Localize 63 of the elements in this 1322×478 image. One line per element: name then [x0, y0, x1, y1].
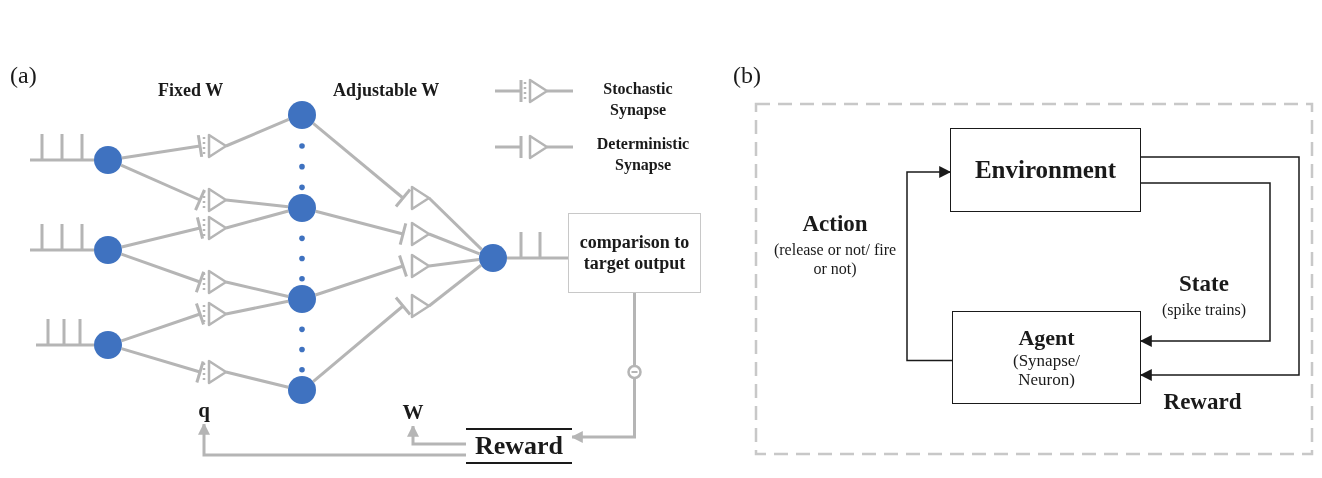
synapse-connector	[121, 215, 205, 249]
panel-label: (a)	[10, 62, 37, 89]
arrow	[1139, 156, 1300, 381]
comparison-box	[568, 213, 701, 293]
synapse-triangle	[202, 359, 228, 385]
legend-text: Deterministic Synapse	[595, 134, 691, 176]
node-title: comparison to target output	[578, 232, 691, 274]
edge-label: Action (release or not/ fire or not)	[772, 210, 898, 278]
environment-box	[950, 128, 1141, 212]
connector-line	[428, 232, 481, 256]
synapse-triangle	[202, 269, 228, 295]
connector-line	[427, 196, 483, 251]
synapse-triangle	[410, 221, 431, 247]
connector-line	[225, 198, 289, 209]
node-title: Environment	[974, 155, 1117, 185]
synapse-connector	[120, 252, 206, 294]
legend-text: Stochastic Synapse	[602, 79, 674, 121]
layer-heading: Fixed W	[158, 80, 224, 101]
arrow	[407, 424, 466, 446]
node-title: Agent	[1018, 325, 1075, 351]
panel-label: (b)	[733, 62, 761, 89]
connector-line	[225, 370, 289, 389]
neuron-circle	[94, 331, 122, 359]
synapse-triangle	[410, 185, 431, 211]
synapse-connector	[121, 347, 205, 385]
synapse-triangle	[410, 293, 431, 319]
synapse-connector	[312, 296, 412, 383]
synapse-connector	[120, 302, 206, 343]
node-subtitle: (Synapse/ Neuron)	[1011, 350, 1081, 390]
connector-line	[507, 256, 568, 260]
connector-line	[225, 280, 289, 298]
connector-line	[225, 299, 289, 316]
neuron-circle	[288, 285, 316, 313]
synapse-triangle	[202, 187, 228, 213]
connector-line	[428, 264, 482, 308]
connector-line	[428, 257, 480, 268]
neuron-circle	[94, 146, 122, 174]
connector-line	[225, 209, 289, 230]
arrow	[906, 166, 953, 362]
synapse-triangle	[202, 215, 228, 241]
neuron-circle	[288, 376, 316, 404]
connector-line	[225, 118, 290, 148]
node-title: Reward	[474, 431, 564, 461]
synapse-connector	[312, 122, 412, 208]
edge-label: Reward	[1162, 388, 1243, 416]
synapse-connector	[120, 163, 206, 212]
synapse-connector	[121, 133, 204, 160]
synapse-triangle	[202, 301, 228, 327]
node-title: q	[198, 397, 210, 423]
synapse-triangle	[202, 133, 228, 159]
agent-box	[952, 311, 1141, 404]
synapse-triangle	[410, 253, 431, 279]
edge-label: State (spike trains)	[1161, 270, 1247, 319]
arrow	[198, 422, 466, 457]
arrow	[1139, 182, 1271, 347]
synapse-connector	[315, 209, 408, 247]
neuron-circle	[288, 194, 316, 222]
synapse-connector	[314, 254, 408, 297]
neuron-circle	[479, 244, 507, 272]
layer-heading: Adjustable W	[333, 80, 440, 101]
node-title: W	[402, 399, 424, 425]
neuron-circle	[94, 236, 122, 264]
neuron-circle	[288, 101, 316, 129]
